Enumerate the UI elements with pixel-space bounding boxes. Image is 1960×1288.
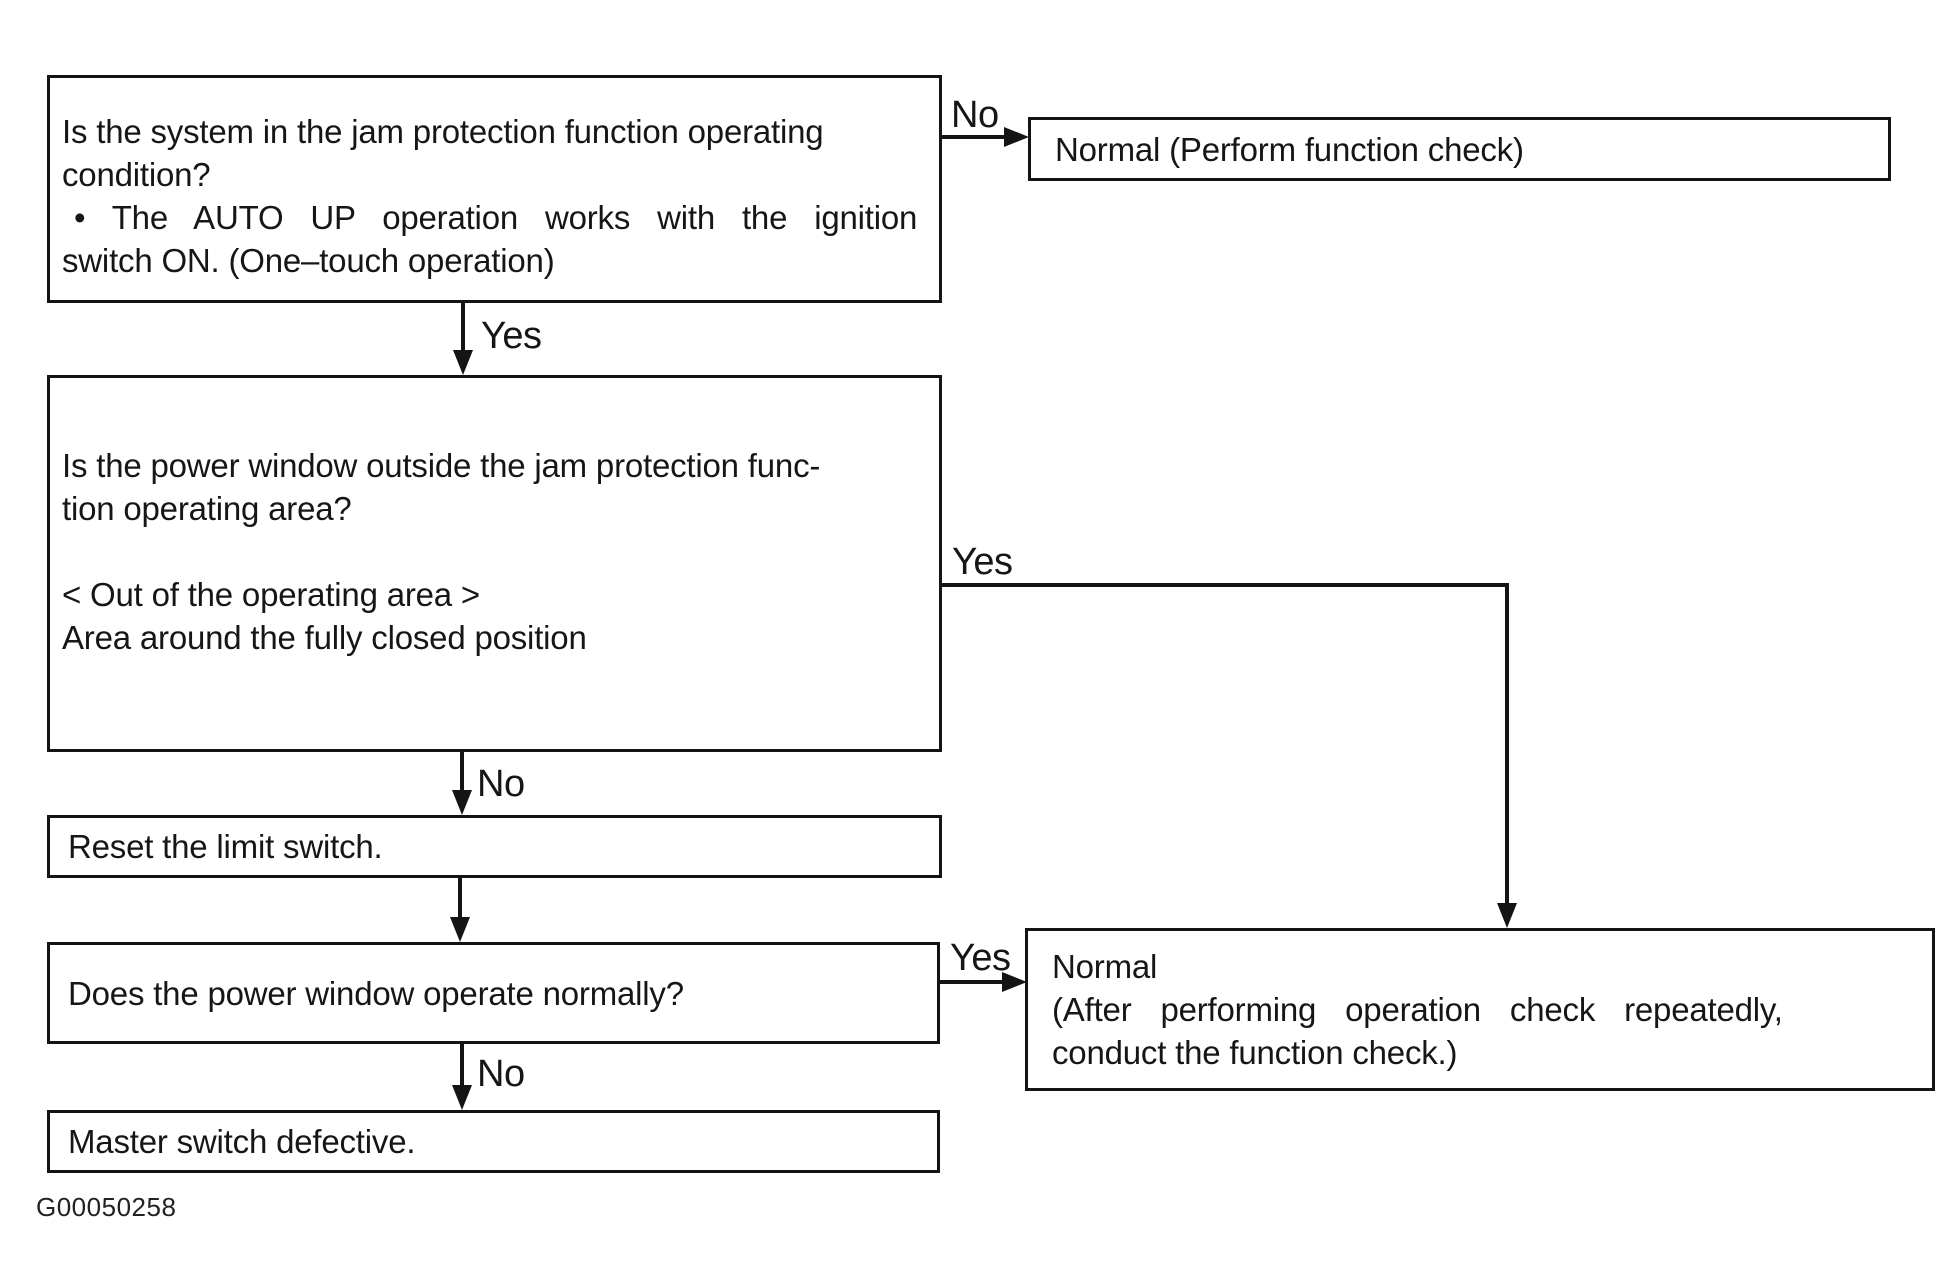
node-text: Normal (Perform function check) xyxy=(1055,130,1524,168)
connector-line xyxy=(458,877,462,919)
node-text-line: Is the system in the jam protection func… xyxy=(62,113,824,150)
figure-id: G00050258 xyxy=(36,1192,177,1222)
node-text-line: tion operating area? xyxy=(62,490,352,527)
connector-line xyxy=(942,583,1509,587)
connector-line xyxy=(940,980,1002,984)
arrowhead-down-icon xyxy=(450,917,470,942)
node-text-line: < Out of the operating area > xyxy=(62,576,480,613)
arrowhead-right-icon xyxy=(1002,972,1027,992)
node-text-line xyxy=(62,530,927,573)
node-text-line: Is the power window outside the jam prot… xyxy=(62,447,821,484)
flowchart-node-master-switch-defective: Master switch defective. xyxy=(47,1110,940,1173)
branch-label-yes: Yes xyxy=(950,937,1011,979)
branch-label-no: No xyxy=(477,1053,525,1095)
node-text: Does the power window operate normally? xyxy=(68,974,684,1012)
flowchart-node-operating-area-question: Is the power window outside the jam prot… xyxy=(47,375,942,752)
connector-line xyxy=(942,135,1004,139)
node-text-line: Normal xyxy=(1052,948,1158,985)
node-text-line: switch ON. (One–touch operation) xyxy=(62,242,555,279)
connector-line xyxy=(460,1044,464,1087)
flowchart-node-jam-protection-question: Is the system in the jam protection func… xyxy=(47,75,942,303)
flowchart-node-normal-operation-check: Normal (After performing operation check… xyxy=(1025,928,1935,1091)
arrowhead-right-icon xyxy=(1004,127,1029,147)
node-text-line: (After performing operation check repeat… xyxy=(1052,991,1783,1028)
branch-label-yes: Yes xyxy=(481,315,542,357)
node-text-line: • The AUTO UP operation works with the i… xyxy=(74,199,918,236)
arrowhead-down-icon xyxy=(452,790,472,815)
node-text-line: Area around the fully closed position xyxy=(62,619,587,656)
arrowhead-down-icon xyxy=(1497,903,1517,928)
connector-line xyxy=(461,303,465,351)
flowchart-node-operates-normally-question: Does the power window operate normally? xyxy=(47,942,940,1044)
flowchart-node-reset-limit-switch: Reset the limit switch. xyxy=(47,815,942,878)
node-text: Reset the limit switch. xyxy=(68,828,383,865)
connector-line xyxy=(1505,583,1509,905)
connector-line xyxy=(460,752,464,792)
branch-label-yes: Yes xyxy=(952,541,1013,583)
branch-label-no: No xyxy=(951,94,999,136)
arrowhead-down-icon xyxy=(452,1085,472,1110)
node-text-line: conduct the function check.) xyxy=(1052,1034,1458,1071)
node-text: Master switch defective. xyxy=(68,1123,416,1160)
flowchart-node-normal-function-check: Normal (Perform function check) xyxy=(1028,117,1891,181)
branch-label-no: No xyxy=(477,763,525,805)
arrowhead-down-icon xyxy=(453,350,473,375)
node-text-line: condition? xyxy=(62,156,211,193)
